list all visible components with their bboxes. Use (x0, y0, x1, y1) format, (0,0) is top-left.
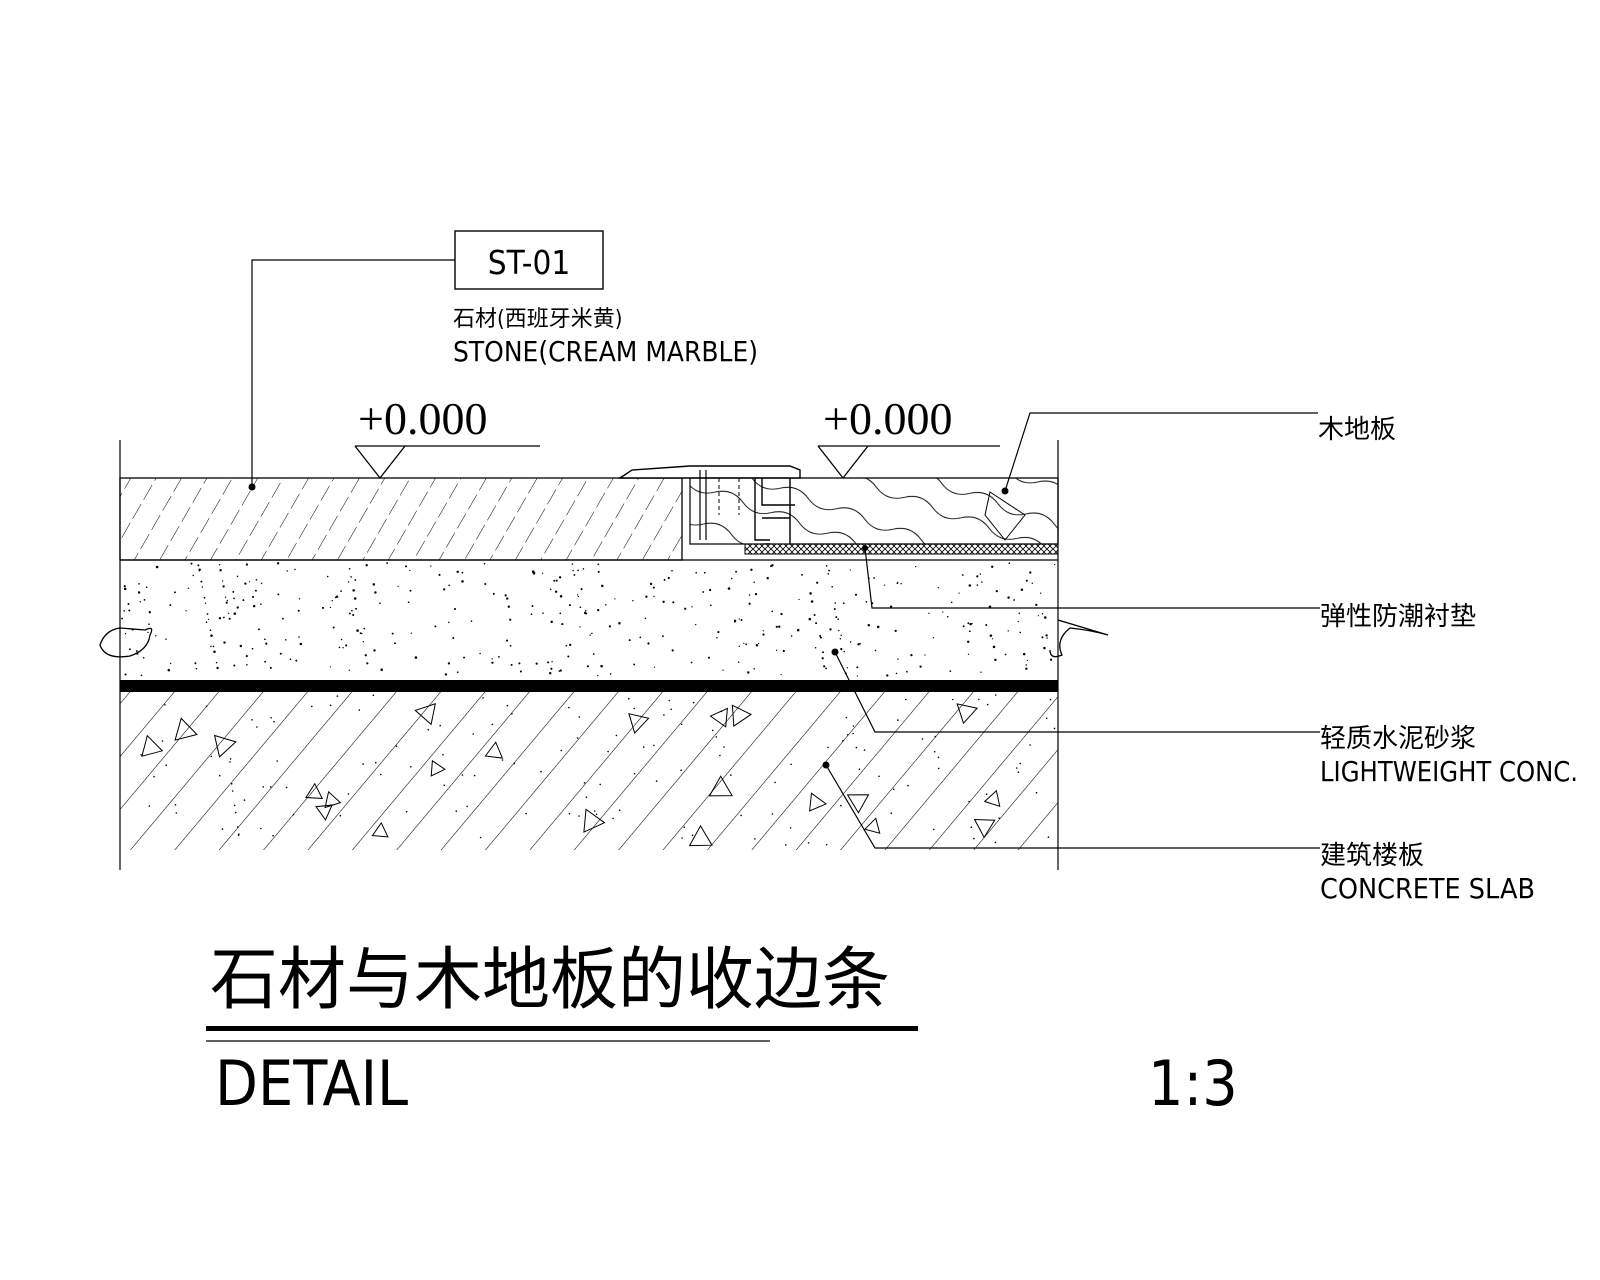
slab-label-cn: 建筑楼板 (1320, 841, 1424, 871)
tag-code: ST-01 (488, 243, 570, 282)
leader-underlay: 弹性防潮衬垫 (862, 545, 1476, 632)
elevation-marker-right: +0.000 (817, 393, 1000, 480)
elevation-marker-left: +0.000 (354, 393, 540, 480)
mortar-label-en: LIGHTWEIGHT CONC. (1320, 755, 1578, 788)
elevation-left-label: +0.000 (358, 393, 487, 444)
elevation-right-label: +0.000 (823, 393, 952, 444)
stone-label-cn: 石材(西班牙米黄) (453, 307, 622, 332)
leader-wood-floor: 木地板 (1001, 412, 1396, 495)
scale-label: 1:3 (1148, 1047, 1238, 1120)
aggregate-marks (140, 694, 1056, 847)
wood-label-cn: 木地板 (1318, 415, 1396, 445)
underlay-layer (744, 543, 1059, 555)
break-lines (99, 619, 1109, 658)
leader-slab: 建筑楼板 CONCRETE SLAB (822, 761, 1535, 905)
leader-mortar: 轻质水泥砂浆 LIGHTWEIGHT CONC. (831, 648, 1578, 788)
stone-layer (119, 477, 683, 561)
title-block: 石材与木地板的收边条 DETAIL 1:3 (206, 942, 1238, 1120)
drawing-title: 石材与木地板的收边条 (210, 942, 890, 1018)
mortar-label-cn: 轻质水泥砂浆 (1320, 724, 1476, 754)
slab-label-en: CONCRETE SLAB (1320, 872, 1535, 905)
wood-floor-layer (789, 477, 1059, 545)
detail-label: DETAIL (215, 1047, 408, 1120)
concrete-slab-layer (120, 692, 1058, 850)
transition-trim (617, 465, 801, 545)
material-tag: ST-01 石材(西班牙米黄) STONE(CREAM MARBLE) (248, 230, 758, 491)
stone-label-en: STONE(CREAM MARBLE) (453, 335, 758, 368)
membrane-line (120, 680, 1058, 692)
underlay-label-cn: 弹性防潮衬垫 (1320, 602, 1476, 632)
mortar-speckle (121, 562, 1056, 677)
mortar-layer (120, 559, 1058, 677)
